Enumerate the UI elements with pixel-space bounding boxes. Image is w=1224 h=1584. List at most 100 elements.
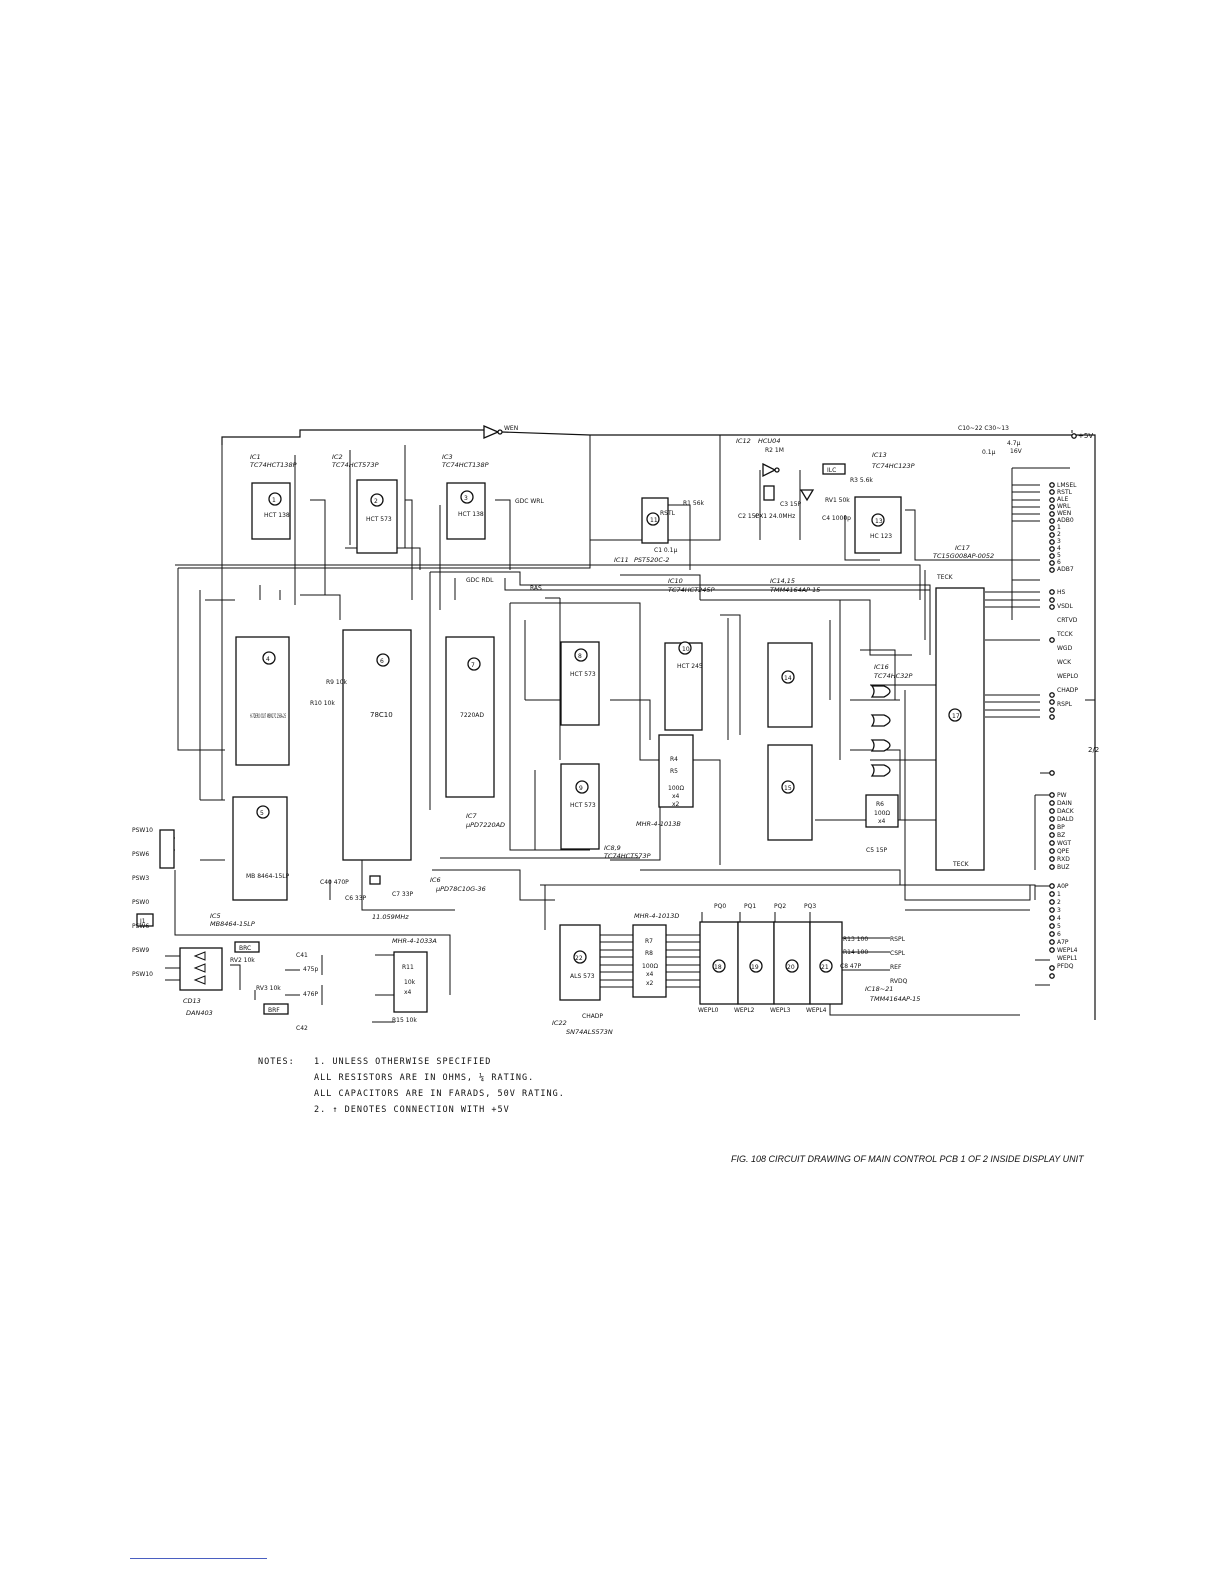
- note-line-4: 2. ↑ DENOTES CONNECTION WITH +5V: [314, 1105, 510, 1115]
- right-ctrl-signal-2: DACK: [1057, 808, 1075, 815]
- right-ctrl-signal-4: BP: [1057, 824, 1065, 831]
- c40-label: C40 470P: [320, 879, 349, 886]
- right-upper-signal-5: ADB0: [1057, 517, 1074, 524]
- left-switch-3: PSW0: [132, 899, 149, 906]
- c7-label: C7 33P: [392, 891, 414, 898]
- ic17-num: 17: [952, 713, 960, 720]
- right-mid-signal-4: WGD: [1057, 645, 1073, 652]
- sig-gdc-rdl: GDC RDL: [466, 577, 494, 584]
- right-lower-signal-0: A0P: [1057, 883, 1069, 890]
- ram-port-1: PQ1: [744, 903, 756, 910]
- figure-caption: FIG. 108 CIRCUIT DRAWING OF MAIN CONTROL…: [731, 1154, 1084, 1164]
- ref-line-2: REF: [890, 964, 902, 971]
- right-lower-signal-10: PFDQ: [1057, 963, 1074, 970]
- right-lower-signal-6: 6: [1057, 931, 1061, 938]
- ic16-part: TC74HC32P: [874, 672, 912, 680]
- ic9-num: 9: [579, 785, 583, 792]
- sig-gdc-wrl: GDC WRL: [515, 498, 544, 505]
- r11-part: MHR-4-1033A: [392, 937, 437, 945]
- ic12-buffer: [799, 489, 815, 502]
- ref-line-1: CSPL: [890, 950, 906, 957]
- ic3-num: 3: [464, 495, 468, 502]
- decoupling-label: C10~22 C30~13: [958, 425, 1009, 432]
- sig-rstl: RSTL: [660, 510, 676, 517]
- right-upper-signal-6: 1: [1057, 524, 1061, 531]
- c8-label: C8 47P: [840, 963, 862, 970]
- ram-we-0: WEPL0: [698, 1007, 719, 1014]
- ic10-body-label: HCT 245: [677, 663, 703, 670]
- cd13-body: [179, 947, 223, 991]
- r11-label: R11: [402, 964, 414, 971]
- ic14-num: 14: [784, 675, 792, 682]
- r78-count: x4: [646, 971, 654, 978]
- notes-heading: NOTES:: [258, 1057, 295, 1067]
- ic10-body: [664, 642, 703, 731]
- right-upper-signal-3: WRL: [1057, 503, 1071, 510]
- c5-label: C5 15P: [866, 847, 888, 854]
- small-cap-label: 0.1μ: [982, 449, 996, 456]
- ic7-ref: IC7: [466, 812, 477, 820]
- tag-brf: BRF: [268, 1007, 280, 1014]
- right-upper-signal-0: LMSEL: [1057, 482, 1077, 489]
- ref-line-0: RSPL: [890, 936, 906, 943]
- ic19-num: 19: [751, 964, 759, 971]
- ic17-ref: IC17: [955, 544, 971, 552]
- ic11-ref: IC11: [614, 556, 629, 564]
- ram-we-1: WEPL2: [734, 1007, 755, 1014]
- cd13-part: DAN403: [186, 1009, 213, 1017]
- r10-label: R10 10k: [310, 700, 335, 707]
- r6-count: x4: [878, 818, 886, 825]
- diode-1: [193, 951, 206, 961]
- tag-brc: BRC: [239, 945, 251, 952]
- ic89-part: TC74HCT573P: [604, 852, 651, 860]
- r11-body: [393, 951, 428, 1013]
- note-line-3: ALL CAPACITORS ARE IN FARADS, 50V RATING…: [314, 1089, 565, 1099]
- ic6-ref: IC6: [430, 876, 441, 884]
- ic3-body-label: HCT 138: [458, 511, 484, 518]
- ic13-body-label: HC 123: [870, 533, 892, 540]
- tag-ilc-box: [822, 463, 846, 475]
- right-upper-signal-7: 2: [1057, 531, 1061, 538]
- right-ctrl-signal-5: BZ: [1057, 832, 1065, 839]
- r78-mult: x2: [646, 980, 654, 987]
- ic2-ref: IC2: [332, 453, 343, 461]
- ic16-gate-a: [870, 685, 891, 698]
- ic14-body: [767, 642, 813, 728]
- right-ctrl-signal-9: BUZ: [1057, 864, 1070, 871]
- wiring: [160, 429, 1096, 1023]
- c1-label: C1 0.1μ: [654, 547, 677, 554]
- ic20-num: 20: [787, 964, 795, 971]
- r4-label: R4: [670, 756, 678, 763]
- tag-brf-box: [263, 1003, 289, 1015]
- note-line-2: ALL RESISTORS ARE IN OHMS, ¼ RATING.: [314, 1073, 535, 1083]
- right-ctrl-signal-0: PW: [1057, 792, 1067, 799]
- c6-label: C6 33P: [345, 895, 367, 902]
- note-line-1: 1. UNLESS OTHERWISE SPECIFIED: [314, 1057, 492, 1067]
- ic1821-part: TMM4164AP-15: [870, 995, 920, 1003]
- rv3-label: RV3 10k: [256, 985, 281, 992]
- c3-label: C3 15P: [780, 501, 802, 508]
- c42-label: C42: [296, 1025, 308, 1032]
- ic4-body-label: H-7DERO 0027 MBM27C 256A-25: [250, 713, 286, 720]
- r45-value: 100Ω: [668, 785, 684, 792]
- crystal-11mhz: [369, 875, 381, 885]
- right-upper-signal-2: ALE: [1057, 496, 1068, 503]
- right-terminals: [1049, 433, 1077, 979]
- c43-label: 475p: [303, 966, 318, 973]
- ic16-gate-d: [870, 764, 891, 777]
- ic9-body: [560, 763, 600, 850]
- right-lower-signal-2: 2: [1057, 899, 1061, 906]
- footer-rule: [130, 1558, 267, 1559]
- ref-line-3: RVDQ: [890, 978, 908, 985]
- right-lower-signal-1: 1: [1057, 891, 1061, 898]
- r15-label: R15 10k: [392, 1017, 417, 1024]
- r3-label: R3 5.6k: [850, 477, 873, 484]
- wen-inverter: [483, 425, 500, 439]
- ic4-num: 4: [266, 656, 270, 663]
- switch-block-upper: [159, 829, 175, 869]
- sig-teck: TECK: [936, 574, 954, 581]
- ic3-ref: IC3: [442, 453, 453, 461]
